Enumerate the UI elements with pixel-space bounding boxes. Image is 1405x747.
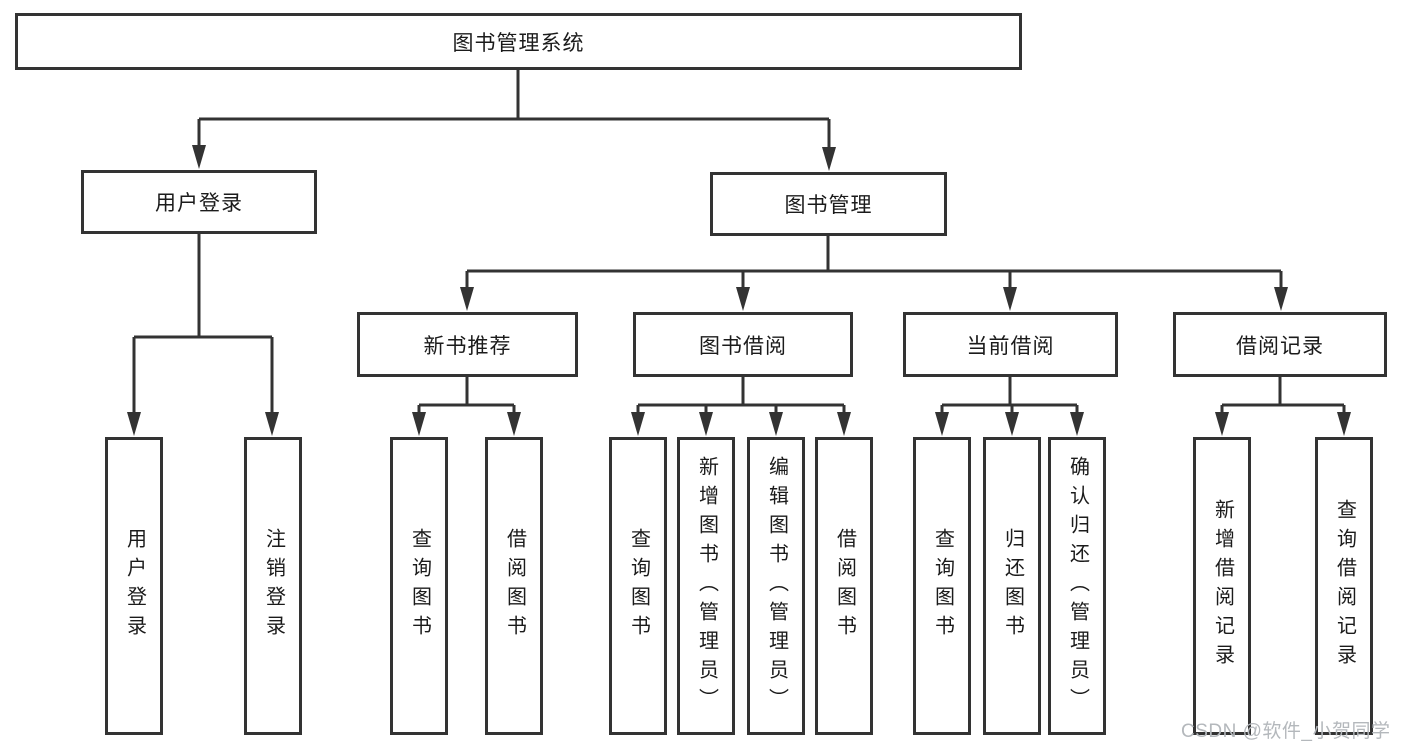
arrowheads [127, 145, 1351, 436]
leaf-confirm-return-admin: 确认归还（管理员） [1048, 437, 1106, 735]
leaf-label: 新增图书（管理员） [695, 455, 718, 717]
node-book-management: 图书管理 [710, 172, 947, 236]
node-borrow-records: 借阅记录 [1173, 312, 1387, 377]
leaf-query-borrow-record: 查询借阅记录 [1315, 437, 1373, 735]
leaf-label: 注销登录 [262, 528, 285, 644]
leaf-label: 借阅图书 [833, 528, 856, 644]
leaf-label: 编辑图书（管理员） [765, 455, 788, 717]
leaf-label: 用户登录 [123, 528, 146, 644]
node-root-system: 图书管理系统 [15, 13, 1022, 70]
leaf-label: 借阅图书 [503, 528, 526, 644]
node-new-book-recommend: 新书推荐 [357, 312, 578, 377]
leaf-label: 查询图书 [931, 528, 954, 644]
leaf-label: 查询图书 [408, 528, 431, 644]
node-user-login: 用户登录 [81, 170, 317, 234]
leaf-query-books-borrow: 查询图书 [609, 437, 667, 735]
leaf-label: 新增借阅记录 [1211, 499, 1234, 673]
leaf-label: 查询图书 [627, 528, 650, 644]
leaf-label: 查询借阅记录 [1333, 499, 1356, 673]
leaf-edit-books-admin: 编辑图书（管理员） [747, 437, 805, 735]
leaf-add-borrow-record: 新增借阅记录 [1193, 437, 1251, 735]
leaf-add-books-admin: 新增图书（管理员） [677, 437, 735, 735]
leaf-query-books-current: 查询图书 [913, 437, 971, 735]
leaf-label: 归还图书 [1001, 528, 1024, 644]
node-current-borrow: 当前借阅 [903, 312, 1118, 377]
leaf-borrow-books-recommend: 借阅图书 [485, 437, 543, 735]
csdn-watermark: CSDN @软件_小贺同学 [1181, 721, 1391, 742]
leaf-label: 确认归还（管理员） [1066, 455, 1089, 717]
leaf-query-books-recommend: 查询图书 [390, 437, 448, 735]
node-book-borrow: 图书借阅 [633, 312, 853, 377]
leaf-logout: 注销登录 [244, 437, 302, 735]
leaf-user-login: 用户登录 [105, 437, 163, 735]
leaf-borrow-books: 借阅图书 [815, 437, 873, 735]
leaf-return-books: 归还图书 [983, 437, 1041, 735]
